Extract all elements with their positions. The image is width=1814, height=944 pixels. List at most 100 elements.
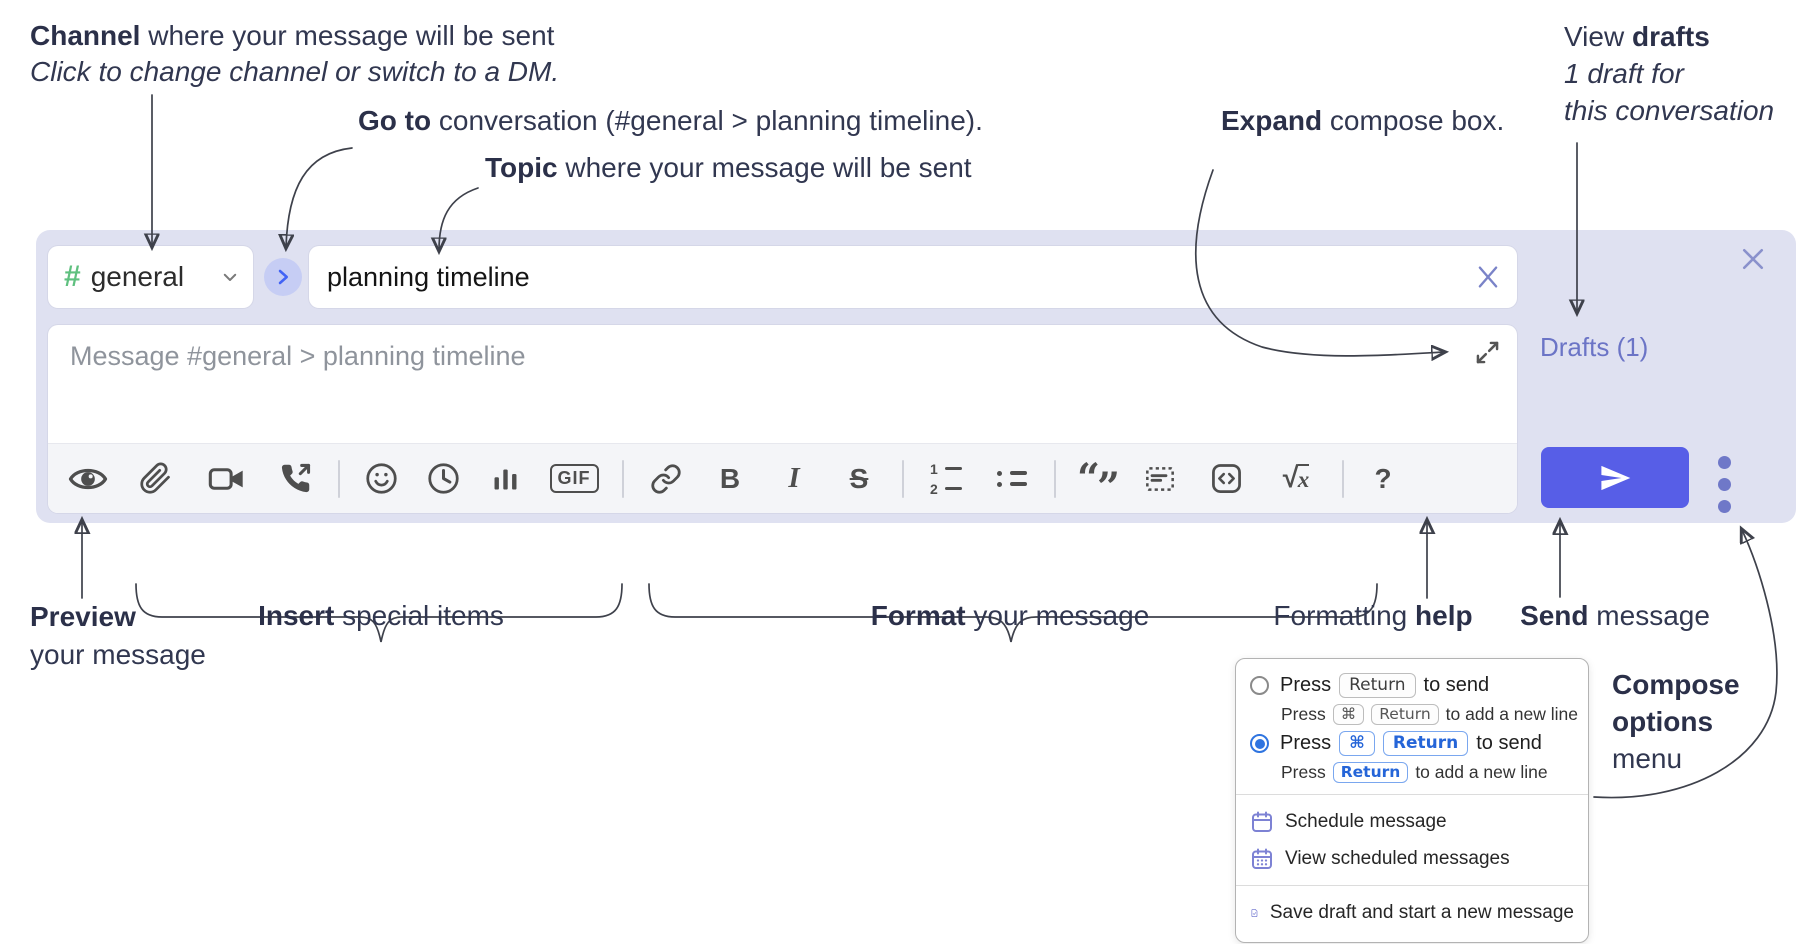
view-drafts-note: View drafts 1 draft for this conversatio… bbox=[1564, 21, 1775, 126]
bold-button[interactable]: B bbox=[698, 453, 762, 505]
goto-note: Go to conversation (#general > planning … bbox=[358, 105, 983, 136]
draft-save-icon bbox=[1251, 908, 1258, 917]
spoiler-icon bbox=[1146, 466, 1174, 491]
strikethrough-button[interactable]: S bbox=[826, 453, 892, 505]
kebab-dot bbox=[1718, 456, 1731, 469]
cmd-key: ⌘ bbox=[1332, 703, 1365, 726]
topic-note: Topic where your message will be sent bbox=[485, 152, 972, 183]
preview-note: Preview your message bbox=[30, 601, 206, 670]
link-button[interactable] bbox=[634, 453, 698, 505]
channel-note-italic: Click to change channel or switch to a D… bbox=[30, 56, 560, 87]
send-plane-icon bbox=[1601, 465, 1631, 490]
topic-field bbox=[309, 246, 1517, 308]
italic-icon: I bbox=[788, 462, 800, 494]
compose-box: # general Message #general > planning ti… bbox=[36, 230, 1796, 523]
spoiler-button[interactable] bbox=[1128, 453, 1192, 505]
toolbar-divider bbox=[902, 459, 904, 498]
close-icon bbox=[1742, 248, 1764, 270]
poll-button[interactable] bbox=[474, 453, 536, 505]
italic-button[interactable]: I bbox=[762, 453, 826, 505]
clear-topic-button[interactable] bbox=[1473, 262, 1503, 292]
message-compose-area: Message #general > planning timeline bbox=[48, 325, 1517, 513]
math-button[interactable]: √x bbox=[1260, 453, 1332, 505]
video-camera-icon bbox=[208, 467, 243, 490]
kebab-dot bbox=[1718, 500, 1731, 513]
chevron-right-icon bbox=[278, 269, 289, 285]
preview-eye-icon bbox=[68, 468, 108, 489]
quote-button[interactable]: “” bbox=[1066, 453, 1128, 511]
code-icon bbox=[1211, 464, 1241, 493]
return-key: Return bbox=[1382, 730, 1469, 757]
chevron-down-icon bbox=[223, 273, 237, 281]
menu-item-save-draft[interactable]: Save draft and start a new message bbox=[1250, 894, 1574, 931]
popup-divider bbox=[1236, 885, 1588, 886]
toolbar-divider bbox=[1342, 459, 1344, 498]
channel-selector[interactable]: # general bbox=[48, 246, 253, 308]
formatting-help-note: Formatting help bbox=[1273, 600, 1473, 631]
channel-note-bold: Channel bbox=[30, 20, 141, 51]
compose-options-menu-button[interactable] bbox=[1714, 452, 1735, 517]
return-key: Return bbox=[1339, 672, 1416, 699]
numbered-list-button[interactable]: 1 2 bbox=[914, 453, 978, 505]
emoji-smile-icon bbox=[365, 463, 397, 494]
menu-item-view-scheduled-messages[interactable]: View scheduled messages bbox=[1250, 840, 1574, 877]
link-icon bbox=[651, 463, 681, 494]
channel-note: Channel where your message will be sent … bbox=[30, 18, 559, 90]
popup-divider bbox=[1236, 794, 1588, 795]
strikethrough-icon: S bbox=[849, 462, 869, 494]
option-enter-to-send-sub: Press ⌘ Return to add a new line bbox=[1281, 703, 1578, 726]
expand-icon bbox=[1476, 341, 1499, 364]
cmd-key: ⌘ bbox=[1339, 730, 1375, 757]
compose-options-popup: Press Return to send Press ⌘ Return to a… bbox=[1235, 658, 1589, 943]
clock-icon bbox=[427, 463, 459, 494]
numbered-list-icon: 1 2 bbox=[930, 462, 962, 496]
bar-chart-icon bbox=[494, 469, 516, 490]
menu-item-schedule-message[interactable]: Schedule message bbox=[1250, 803, 1574, 840]
preview-button[interactable] bbox=[56, 453, 120, 505]
option-cmd-enter-to-send-sub: Press Return to add a new line bbox=[1281, 761, 1548, 784]
message-formatting-help-button[interactable]: ? bbox=[1354, 453, 1412, 505]
channel-name: general bbox=[90, 261, 185, 292]
compose-options-note: Compose options menu bbox=[1612, 669, 1740, 774]
gif-button[interactable]: GIF bbox=[536, 453, 612, 505]
quote-icon: “” bbox=[1076, 454, 1120, 511]
calendar-grid-icon bbox=[1252, 848, 1272, 869]
bulleted-list-button[interactable] bbox=[978, 453, 1044, 505]
channel-note-rest: where your message will be sent bbox=[140, 20, 555, 51]
close-compose-button[interactable] bbox=[1738, 244, 1768, 274]
audio-call-button[interactable] bbox=[262, 453, 328, 505]
format-note: Format your message bbox=[870, 600, 1150, 631]
global-time-button[interactable] bbox=[412, 453, 474, 505]
gif-icon: GIF bbox=[549, 464, 599, 493]
phone-outgoing-icon bbox=[281, 463, 310, 493]
option-cmd-enter-to-send[interactable]: Press ⌘ Return to send bbox=[1250, 728, 1574, 759]
expand-compose-button[interactable] bbox=[1474, 339, 1501, 366]
radio-selected[interactable] bbox=[1250, 734, 1269, 753]
attach-file-button[interactable] bbox=[120, 453, 190, 505]
go-to-conversation-button[interactable] bbox=[264, 258, 302, 296]
code-button[interactable] bbox=[1192, 453, 1260, 505]
kebab-dot bbox=[1718, 478, 1731, 491]
send-button[interactable] bbox=[1541, 447, 1689, 508]
return-key: Return bbox=[1332, 761, 1409, 784]
option-enter-to-send[interactable]: Press Return to send bbox=[1250, 670, 1574, 701]
emoji-button[interactable] bbox=[350, 453, 412, 505]
topic-input[interactable] bbox=[309, 261, 1473, 293]
insert-note: Insert special items bbox=[258, 600, 504, 631]
compose-toolbar: GIF B I S bbox=[48, 443, 1517, 513]
bold-icon: B bbox=[719, 462, 741, 494]
clear-topic-x-icon bbox=[1478, 266, 1498, 288]
send-note: Send message bbox=[1520, 600, 1710, 631]
radio-unselected[interactable] bbox=[1250, 676, 1269, 695]
toolbar-divider bbox=[338, 459, 340, 498]
question-mark-icon: ? bbox=[1374, 462, 1392, 494]
calendar-icon bbox=[1252, 811, 1272, 832]
paperclip-icon bbox=[139, 462, 170, 494]
drafts-link[interactable]: Drafts (1) bbox=[1540, 332, 1649, 362]
bulleted-list-icon bbox=[995, 470, 1027, 487]
toolbar-divider bbox=[622, 459, 624, 498]
message-input[interactable]: Message #general > planning timeline bbox=[70, 341, 526, 371]
video-call-button[interactable] bbox=[190, 453, 262, 505]
channel-hash-icon: # bbox=[64, 260, 81, 293]
return-key: Return bbox=[1371, 703, 1439, 726]
